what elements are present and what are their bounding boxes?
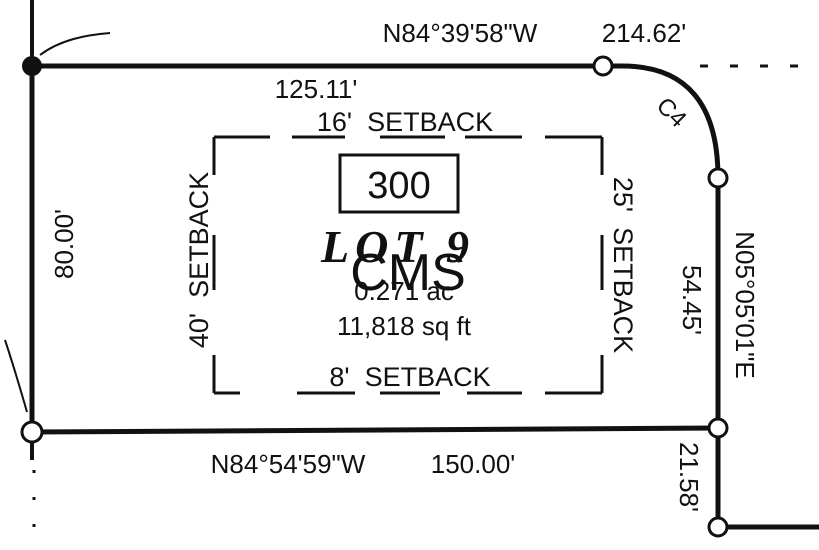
east-bearing-label: N05°05'01"E <box>730 231 760 378</box>
corner-pin-southeast <box>707 417 729 439</box>
corner-monument-northwest <box>22 56 42 76</box>
lot-number-box <box>338 153 460 214</box>
curve-label: C4 <box>651 92 692 133</box>
corner-pin-south <box>707 516 729 538</box>
lot-title: LOT 9 <box>320 221 475 272</box>
south-lot-line <box>31 425 719 435</box>
lot-area-acres: 0.271 ac <box>354 276 454 306</box>
right-setback-label: 25' SETBACK <box>608 177 638 353</box>
left-setback-label: 40' SETBACK <box>184 172 214 348</box>
north-total-distance: 214.62' <box>602 18 687 48</box>
north-lot-distance: 125.11' <box>275 74 358 104</box>
corner-pin-curve-end <box>707 167 729 189</box>
leader-line-northwest <box>39 32 111 56</box>
south-distance: 150.00' <box>431 449 516 479</box>
curve-c4-line <box>603 63 721 179</box>
watermark-text: CMS <box>350 244 466 302</box>
south-bearing-label: N84°54'59"W <box>211 449 366 479</box>
corner-pin-southwest <box>20 420 44 444</box>
setback-envelope <box>212 135 604 395</box>
front-setback-label: 16' SETBACK <box>317 107 493 137</box>
north-bearing-label: N84°39'58"W <box>383 18 538 48</box>
lot-area-sqft: 11,818 sq ft <box>337 311 472 341</box>
east-lower-distance: 21.58' <box>674 442 704 512</box>
leader-line-southwest <box>4 339 28 413</box>
east-upper-distance: 54.45' <box>677 265 707 335</box>
lot-number: 300 <box>367 165 430 207</box>
west-distance: 80.00' <box>49 209 79 279</box>
rear-setback-label: 8' SETBACK <box>329 362 490 392</box>
corner-pin-north <box>592 55 614 77</box>
